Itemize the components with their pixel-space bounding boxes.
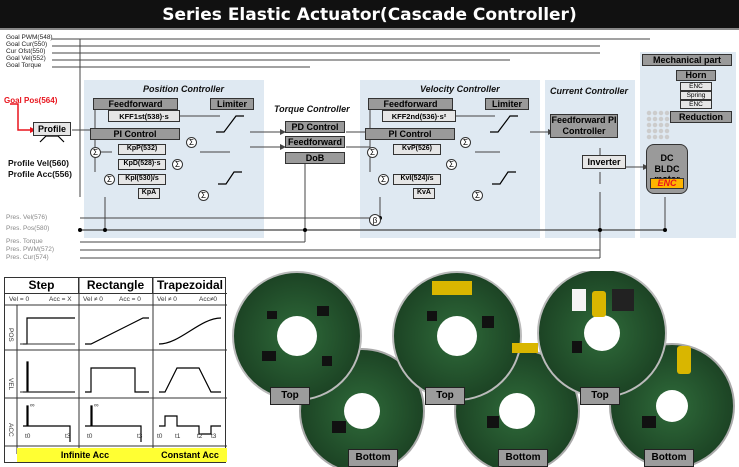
velocity-sum-4: Σ bbox=[460, 137, 471, 148]
position-feedforward-header: Feedforward bbox=[93, 98, 178, 110]
current-ff-pi-block: Feedforward PI Controller bbox=[550, 114, 618, 138]
velocity-pi-header: PI Control bbox=[365, 128, 455, 140]
cond-3: Vel ≠ 0 bbox=[83, 296, 103, 303]
t1-label-3: t1 bbox=[175, 433, 181, 440]
t3-label-3: t3 bbox=[211, 433, 217, 440]
position-kp: KpP(532) bbox=[118, 144, 166, 155]
position-sum-4: Σ bbox=[186, 137, 197, 148]
pres-cur-label: Pres. Cur(574) bbox=[6, 254, 49, 261]
profile-graphs bbox=[5, 278, 227, 454]
spring-block: Spring bbox=[680, 91, 712, 100]
cur-ofst-label: Cur Ofst(550) bbox=[6, 48, 46, 55]
infinite-acc-footer: Infinite Acc bbox=[17, 448, 153, 462]
table-header-trapezoidal: Trapezoidal bbox=[153, 278, 227, 294]
velocity-feedforward-header: Feedforward bbox=[368, 98, 453, 110]
velocity-sum-5: Σ bbox=[472, 190, 483, 201]
goal-pwm-label: Goal PWM(548) bbox=[6, 34, 53, 41]
torque-controller-title: Torque Controller bbox=[274, 104, 350, 114]
profile-vel-label: Profile Vel(560) bbox=[8, 158, 69, 168]
pres-pwm-label: Pres. PWM(572) bbox=[6, 246, 55, 253]
velocity-limiter: Limiter bbox=[485, 98, 529, 110]
cond-2: Acc = X bbox=[49, 296, 72, 303]
horn-block: Horn bbox=[676, 70, 716, 81]
velocity-ki: KvI(524)/s bbox=[393, 174, 441, 185]
profile-table: Step Rectangle Trapezoidal Vel = 0 Acc =… bbox=[4, 277, 227, 463]
goal-cur-label: Goal Cur(550) bbox=[6, 41, 48, 48]
infinity-label-1: ∞ bbox=[30, 402, 35, 409]
position-ki: KpI(530)/s bbox=[118, 174, 166, 185]
position-limiter: Limiter bbox=[210, 98, 254, 110]
velocity-controller-title: Velocity Controller bbox=[420, 84, 500, 94]
profile-acc-label: Profile Acc(556) bbox=[8, 169, 72, 179]
page-title: Series Elastic Actuator(Cascade Controll… bbox=[0, 0, 739, 30]
goal-vel-label: Goal Vel(552) bbox=[6, 55, 46, 62]
velocity-sum-3: Σ bbox=[446, 159, 457, 170]
position-ka: KpA bbox=[138, 188, 160, 199]
velocity-sum-1: Σ bbox=[367, 147, 378, 158]
t0-label-1: t0 bbox=[25, 433, 31, 440]
pcb-photos bbox=[232, 271, 735, 467]
position-sum-5: Σ bbox=[198, 190, 209, 201]
pres-vel-label: Pres. Vel(576) bbox=[6, 214, 48, 221]
goal-torque-label: Goal Torque bbox=[6, 62, 42, 69]
goal-pos-label: Goal Pos(564) bbox=[4, 96, 58, 105]
velocity-sum-2: Σ bbox=[378, 174, 389, 185]
row-label-acc: ACC bbox=[7, 423, 14, 437]
position-ff-gain: KFF1st(538)·s bbox=[108, 110, 180, 122]
torque-ff-block: Feedforward bbox=[285, 136, 345, 148]
t3-label-2: t3 bbox=[137, 433, 143, 440]
position-pi-header: PI Control bbox=[90, 128, 180, 140]
position-sum-2: Σ bbox=[104, 174, 115, 185]
infinity-label-2: ∞ bbox=[94, 402, 99, 409]
t2-label-3: t2 bbox=[197, 433, 203, 440]
pcb-photo-area: Top Bottom Top Bottom Top Bottom bbox=[232, 271, 739, 467]
top-label-3: Top bbox=[580, 387, 620, 405]
signal-lines bbox=[10, 38, 667, 259]
enc-2: ENC bbox=[680, 100, 712, 109]
controller-diagram: Goal PWM(548) Goal Cur(550) Cur Ofst(550… bbox=[0, 32, 739, 268]
profile-block: Profile bbox=[33, 122, 71, 136]
beta-node: β bbox=[369, 214, 381, 226]
reduction-block: Reduction bbox=[670, 111, 732, 123]
top-label-2: Top bbox=[425, 387, 465, 405]
position-kd: KpD(528)·s bbox=[118, 159, 166, 170]
position-sum-1: Σ bbox=[90, 147, 101, 158]
bottom-label-2: Bottom bbox=[498, 449, 548, 467]
t3-label-1: t3 bbox=[65, 433, 71, 440]
motor-enc: ENC bbox=[650, 178, 684, 189]
row-label-vel: VEL bbox=[7, 378, 14, 391]
cond-6: Acc≠0 bbox=[199, 296, 218, 303]
cond-4: Acc = 0 bbox=[119, 296, 141, 303]
top-label-1: Top bbox=[270, 387, 310, 405]
mechanical-title: Mechanical part bbox=[642, 54, 732, 66]
inverter-block: Inverter bbox=[582, 155, 626, 169]
cond-5: Vel ≠ 0 bbox=[157, 296, 177, 303]
torque-pd-block: PD Control bbox=[285, 121, 345, 133]
velocity-ff-gain: KFF2nd(536)·s² bbox=[382, 110, 456, 122]
torque-dob-block: DoB bbox=[285, 152, 345, 164]
position-controller-title: Position Controller bbox=[143, 84, 224, 94]
t0-label-2: t0 bbox=[87, 433, 93, 440]
gear-pattern bbox=[646, 110, 670, 140]
enc-1: ENC bbox=[680, 82, 712, 91]
constant-acc-footer: Constant Acc bbox=[153, 448, 227, 462]
current-controller-title: Current Controller bbox=[550, 86, 629, 96]
velocity-kp: KvP(526) bbox=[393, 144, 441, 155]
cond-1: Vel = 0 bbox=[9, 296, 30, 303]
t0-label-3: t0 bbox=[157, 433, 163, 440]
velocity-ka: KvA bbox=[413, 188, 435, 199]
pres-pos-label: Pres. Pos(580) bbox=[6, 225, 50, 232]
bottom-label-3: Bottom bbox=[644, 449, 694, 467]
position-sum-3: Σ bbox=[172, 159, 183, 170]
pres-torque-label: Pres. Torque bbox=[6, 238, 43, 245]
row-label-pos: POS bbox=[7, 328, 14, 342]
bottom-label-1: Bottom bbox=[348, 449, 398, 467]
